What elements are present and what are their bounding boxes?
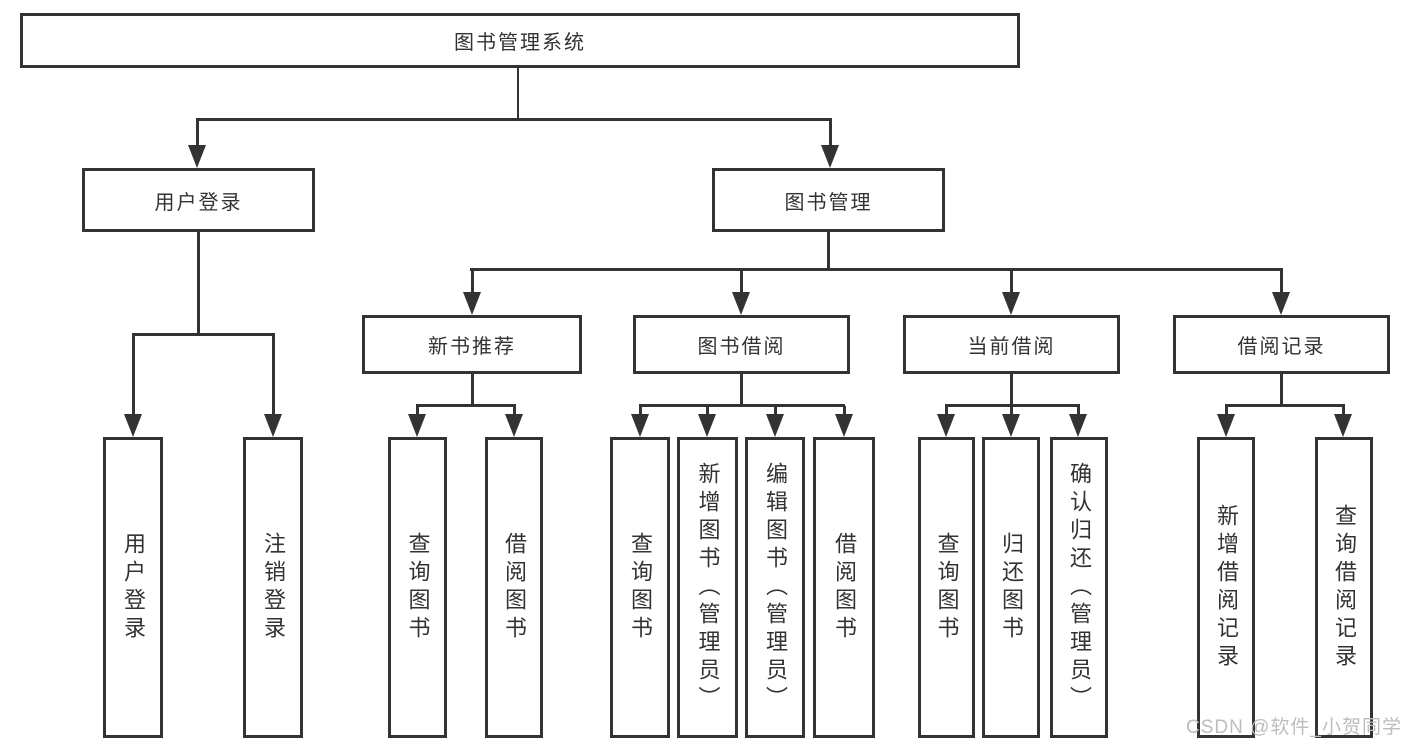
connector-drop-user-login (196, 120, 199, 147)
node-label: 借阅图书 (832, 531, 857, 644)
arrow-down-icon (631, 414, 649, 437)
node-label: 查询借阅记录 (1332, 503, 1357, 672)
arrow-down-icon (408, 414, 426, 437)
connector-root-stub (517, 68, 519, 120)
connector-drop-borrow-record (1280, 270, 1283, 292)
connector-g5-stub (1280, 374, 1283, 407)
connector-drop-book-borrow (740, 270, 743, 292)
connector-book-stub (827, 232, 830, 271)
node-borrow-records: 借阅记录 (1173, 315, 1390, 374)
connector-g4-drop1 (945, 406, 948, 414)
node-label: 查询图书 (405, 531, 431, 644)
node-label: 新增借阅记录 (1214, 503, 1239, 672)
connector-g3-drop2 (706, 406, 709, 414)
leaf-query-books-current: 查询图书 (918, 437, 975, 738)
connector-g2-bus (416, 404, 516, 407)
connector-drop-book-mgmt (829, 120, 832, 147)
arrow-down-icon (1002, 414, 1020, 437)
leaf-query-books-borrowing: 查询图书 (610, 437, 670, 738)
connector-g3-drop1 (639, 406, 642, 414)
arrow-down-icon (821, 145, 839, 168)
node-user-login: 用户登录 (82, 168, 315, 232)
node-book-management: 图书管理 (712, 168, 945, 232)
connector-user-bus (132, 333, 275, 336)
node-new-book-recommend: 新书推荐 (362, 315, 582, 374)
node-label: 编辑图书（管理员） (763, 461, 788, 714)
arrow-down-icon (505, 414, 523, 437)
connector-drop-new-book (471, 270, 474, 292)
connector-g4-stub (1010, 374, 1013, 407)
node-label: 图书管理 (784, 191, 873, 214)
arrow-down-icon (1002, 292, 1020, 315)
node-label: 查询图书 (934, 531, 960, 644)
connector-g3-drop3 (774, 406, 777, 414)
node-label: 图书管理系统 (454, 32, 586, 54)
leaf-add-book-admin: 新增图书（管理员） (677, 437, 738, 738)
arrow-down-icon (124, 414, 142, 437)
arrow-down-icon (732, 292, 750, 315)
connector-g3-bus (639, 404, 845, 407)
connector-g4-drop2 (1010, 406, 1013, 414)
connector-g5-bus (1225, 404, 1345, 407)
leaf-logout: 注销登录 (243, 437, 303, 738)
leaf-borrow-books-recommend: 借阅图书 (485, 437, 543, 738)
connector-drop-leaf-login (132, 335, 135, 414)
arrow-down-icon (188, 145, 206, 168)
node-current-borrowing: 当前借阅 (903, 315, 1120, 374)
leaf-user-login: 用户登录 (103, 437, 163, 738)
node-label: 注销登录 (261, 531, 286, 644)
connector-g2-drop1 (416, 406, 419, 414)
csdn-watermark: CSDN @软件_小贺同学 (1186, 717, 1402, 738)
node-label: 图书借阅 (697, 336, 786, 358)
node-label: 新书推荐 (428, 336, 516, 358)
leaf-edit-book-admin: 编辑图书（管理员） (745, 437, 805, 738)
connector-g2-stub (471, 374, 474, 407)
arrow-down-icon (1217, 414, 1235, 437)
arrow-down-icon (264, 414, 282, 437)
connector-root-bus (196, 118, 832, 121)
arrow-down-icon (766, 414, 784, 437)
arrow-down-icon (835, 414, 853, 437)
arrow-down-icon (1334, 414, 1352, 437)
node-label: 归还图书 (999, 531, 1024, 644)
connector-g4-bus (945, 404, 1080, 407)
node-label: 查询图书 (628, 531, 653, 644)
connector-g5-drop1 (1225, 406, 1228, 414)
node-library-system: 图书管理系统 (20, 13, 1020, 68)
connector-book-bus (470, 268, 1283, 271)
arrow-down-icon (1069, 414, 1087, 437)
arrow-down-icon (698, 414, 716, 437)
leaf-return-books: 归还图书 (982, 437, 1040, 738)
node-book-borrowing: 图书借阅 (633, 315, 850, 374)
connector-g3-stub (740, 374, 743, 407)
node-label: 当前借阅 (967, 336, 1056, 358)
node-label: 用户登录 (121, 531, 146, 644)
node-label: 确认归还（管理员） (1067, 461, 1092, 714)
connector-g2-drop2 (513, 406, 516, 414)
leaf-confirm-return-admin: 确认归还（管理员） (1050, 437, 1108, 738)
connector-g5-drop2 (1342, 406, 1345, 414)
node-label: 借阅记录 (1237, 336, 1326, 358)
leaf-borrow-books-borrowing: 借阅图书 (813, 437, 875, 738)
leaf-add-borrow-record: 新增借阅记录 (1197, 437, 1255, 738)
connector-g4-drop3 (1077, 406, 1080, 414)
connector-drop-current-borrow (1010, 270, 1013, 292)
node-label: 新增图书（管理员） (695, 461, 721, 714)
connector-g3-drop4 (843, 406, 846, 414)
arrow-down-icon (937, 414, 955, 437)
connector-user-stub (197, 232, 200, 336)
arrow-down-icon (1272, 292, 1290, 315)
leaf-query-borrow-record: 查询借阅记录 (1315, 437, 1373, 738)
arrow-down-icon (463, 292, 481, 315)
connector-drop-leaf-logout (272, 335, 275, 414)
node-label: 借阅图书 (502, 531, 527, 644)
leaf-query-books-recommend: 查询图书 (388, 437, 447, 738)
node-label: 用户登录 (154, 191, 243, 214)
